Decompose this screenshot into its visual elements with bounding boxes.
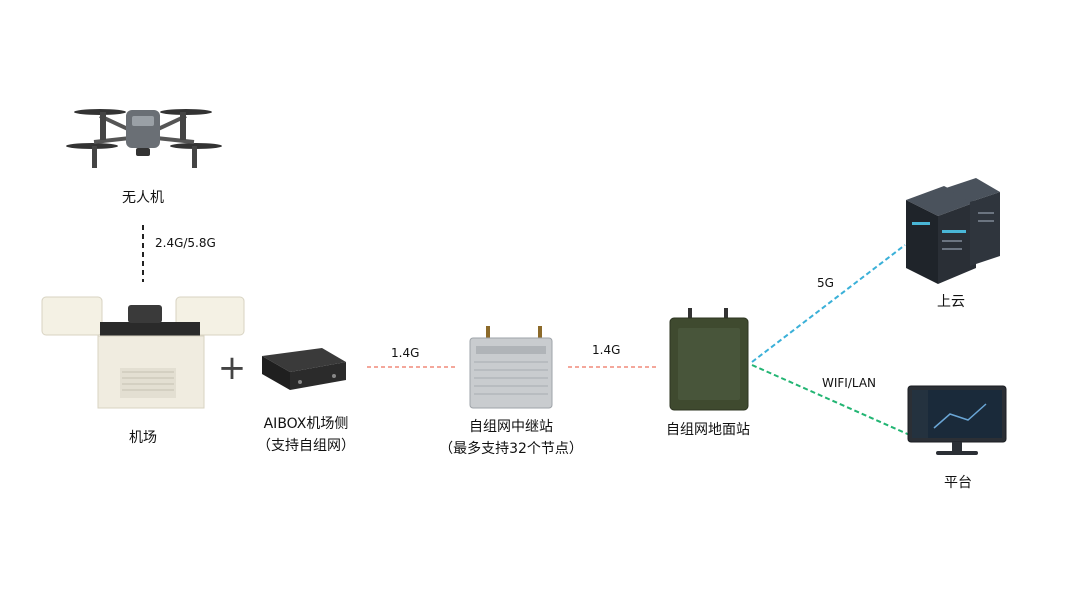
- link-ground-cloud: [751, 244, 906, 363]
- drone-label: 无人机: [122, 190, 164, 206]
- plus-symbol: +: [218, 348, 247, 388]
- link-label-ground-platform: WIFI/LAN: [822, 376, 877, 390]
- ground-station-icon: [669, 308, 749, 411]
- dock-icon: [41, 296, 245, 409]
- link-label-drone-dock: 2.4G/5.8G: [155, 236, 216, 250]
- aibox-icon: [262, 348, 346, 390]
- link-label-relay-ground: 1.4G: [592, 343, 621, 357]
- drone-icon: [66, 109, 222, 168]
- platform-label: 平台: [944, 475, 972, 491]
- relay-label: 自组网中继站: [469, 419, 553, 435]
- aibox-label: AIBOX机场侧: [263, 416, 349, 432]
- server-icon: [906, 178, 1000, 284]
- link-label-aibox-relay: 1.4G: [391, 346, 420, 360]
- relay-sublabel: （最多支持32个节点）: [439, 441, 583, 457]
- aibox-sublabel: （支持自组网）: [257, 438, 355, 454]
- ground-label: 自组网地面站: [666, 422, 750, 438]
- dock-label: 机场: [129, 430, 157, 446]
- cloud-label: 上云: [937, 294, 965, 310]
- link-ground-platform: [751, 364, 913, 437]
- monitor-icon: [907, 385, 1007, 455]
- link-label-ground-cloud: 5G: [817, 276, 834, 290]
- relay-icon: [469, 326, 553, 409]
